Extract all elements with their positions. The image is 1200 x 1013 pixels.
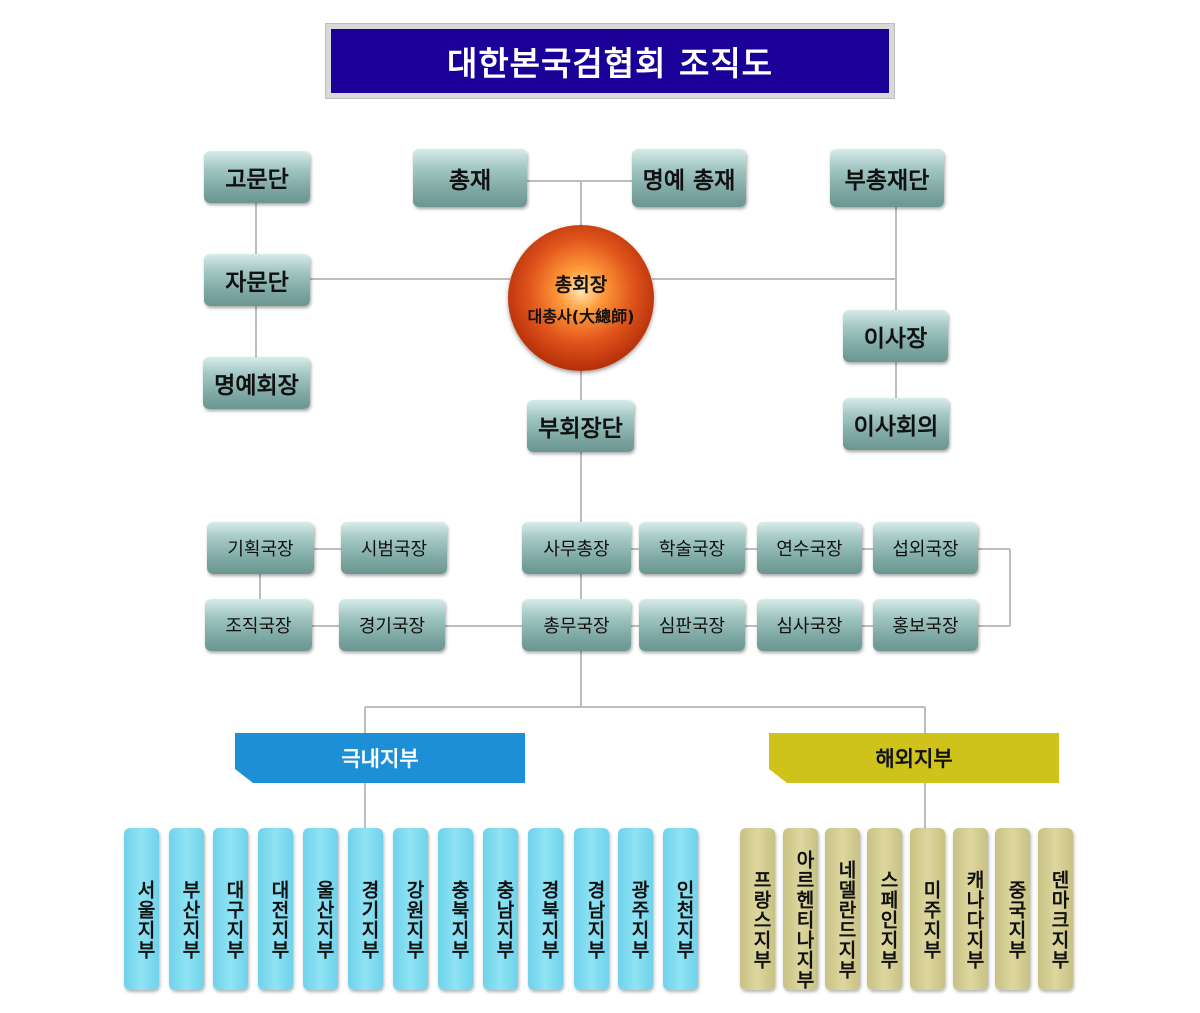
- liaison-director-box: 섭외국장: [873, 522, 978, 574]
- president-box: 총재: [413, 149, 527, 207]
- examination-director-box: 심사국장: [757, 599, 862, 651]
- branch-netherlands: 네델란드지부: [825, 828, 860, 990]
- advisory-group-box: 고문단: [204, 151, 310, 203]
- branch-ulsan: 울산지부: [303, 828, 338, 990]
- academic-director-box: 학술국장: [639, 522, 745, 574]
- consultative-group-box: 자문단: [204, 254, 310, 306]
- referee-director-box: 심판국장: [639, 599, 745, 651]
- branch-busan: 부산지부: [169, 828, 204, 990]
- branch-canada: 캐나다지부: [953, 828, 988, 990]
- chart-title: 대한본국검협회 조직도: [331, 29, 889, 93]
- branch-seoul: 서울지부: [124, 828, 159, 990]
- branch-denmark: 덴마크지부: [1038, 828, 1073, 990]
- overseas-branches-header: 해외지부: [769, 733, 1059, 783]
- honorary-chairman-box: 명예회장: [203, 357, 310, 409]
- branch-daegu: 대구지부: [213, 828, 248, 990]
- branch-daejeon: 대전지부: [258, 828, 293, 990]
- vice-president-group-box: 부총재단: [830, 149, 944, 207]
- chairman-circle: 총회장 대총사(大總師): [508, 225, 654, 371]
- grand-master-label: 대총사(大總師): [527, 306, 635, 326]
- vice-chair-group-box: 부회장단: [527, 400, 634, 452]
- secretary-general-box: 사무총장: [522, 522, 631, 574]
- board-meeting-box: 이사회의: [843, 398, 949, 450]
- chairman-label: 총회장: [554, 273, 608, 296]
- branch-chungbuk: 충북지부: [438, 828, 473, 990]
- branch-gangwon: 강원지부: [393, 828, 428, 990]
- general-affairs-director-box: 총무국장: [522, 599, 631, 651]
- branch-americas: 미주지부: [910, 828, 945, 990]
- honorary-president-box: 명예 총재: [632, 149, 746, 207]
- competition-director-box: 경기국장: [339, 599, 445, 651]
- branch-china: 중국지부: [995, 828, 1030, 990]
- branch-gyeonggi: 경기지부: [348, 828, 383, 990]
- board-chairman-box: 이사장: [843, 310, 948, 362]
- branch-france: 프랑스지부: [740, 828, 775, 990]
- public-relations-director-box: 홍보국장: [873, 599, 978, 651]
- branch-gwangju: 광주지부: [618, 828, 653, 990]
- domestic-branches-header: 극내지부: [235, 733, 525, 783]
- branch-argentina: 아르헨티나지부: [783, 828, 818, 990]
- organization-director-box: 조직국장: [205, 599, 312, 651]
- branch-spain: 스페인지부: [867, 828, 902, 990]
- demonstration-director-box: 시범국장: [341, 522, 447, 574]
- planning-director-box: 기획국장: [207, 522, 314, 574]
- branch-gyeongnam: 경남지부: [574, 828, 609, 990]
- training-director-box: 연수국장: [757, 522, 862, 574]
- branch-incheon: 인천지부: [663, 828, 698, 990]
- branch-gyeongbuk: 경북지부: [528, 828, 563, 990]
- branch-chungnam: 충남지부: [483, 828, 518, 990]
